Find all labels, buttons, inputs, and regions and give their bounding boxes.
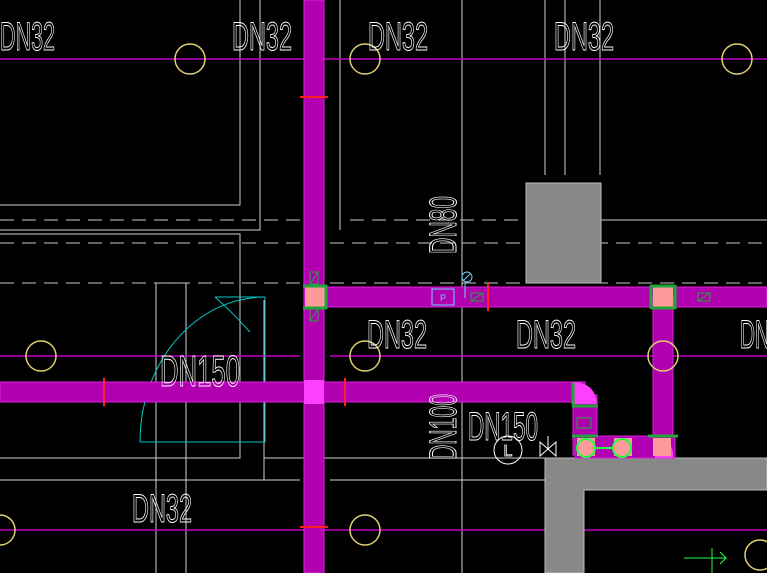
pump-tag: P [440,293,446,303]
sprinkler-icon [349,43,381,75]
dashed-axis-lines [0,219,767,284]
pipe-flanges [303,284,678,438]
thin-branch-lines [0,58,767,531]
pipe-fittings [305,287,673,456]
break-marks [103,96,489,528]
sprinkler-heads [0,43,767,571]
label-top-4: DN32 [554,15,614,59]
gauge-icon [461,271,473,298]
label-top-1: DN32 [0,15,55,59]
label-dn150-left: DN150 [160,347,240,396]
label-top-2: DN32 [232,15,292,59]
label-bottom-1: DN32 [132,487,192,531]
pump-symbol: P [431,288,455,306]
label-dn150-right: DN150 [468,405,538,449]
sprinkler-icon [721,43,753,75]
sprinkler-icon [25,340,57,372]
pipe-labels: DN32 DN32 DN32 DN32 DN32 DN32 DN DN32 DN… [0,15,767,532]
sprinkler-icon [349,514,381,546]
wall-section [544,457,767,573]
label-mid-1: DN32 [367,313,427,357]
label-dn80: DN80 [423,196,465,254]
sprinkler-icon [744,539,767,571]
label-mid-2: DN32 [516,313,576,357]
equipment-symbol: L [493,435,523,465]
valve-icon [539,436,557,458]
label-mid-3: DN [740,313,767,357]
arrow-icon [684,548,727,573]
equipment-tag: L [504,443,513,460]
column-block [525,182,602,284]
label-top-3: DN32 [368,15,428,59]
flow-valves [576,438,632,458]
door-swing [139,296,266,443]
label-dn100: DN100 [423,394,465,460]
sprinkler-icon [174,43,206,75]
inline-markers [309,271,711,429]
sprinkler-icon [349,340,381,372]
sprinkler-icon [0,514,16,546]
sprinkler-icon [647,340,679,372]
